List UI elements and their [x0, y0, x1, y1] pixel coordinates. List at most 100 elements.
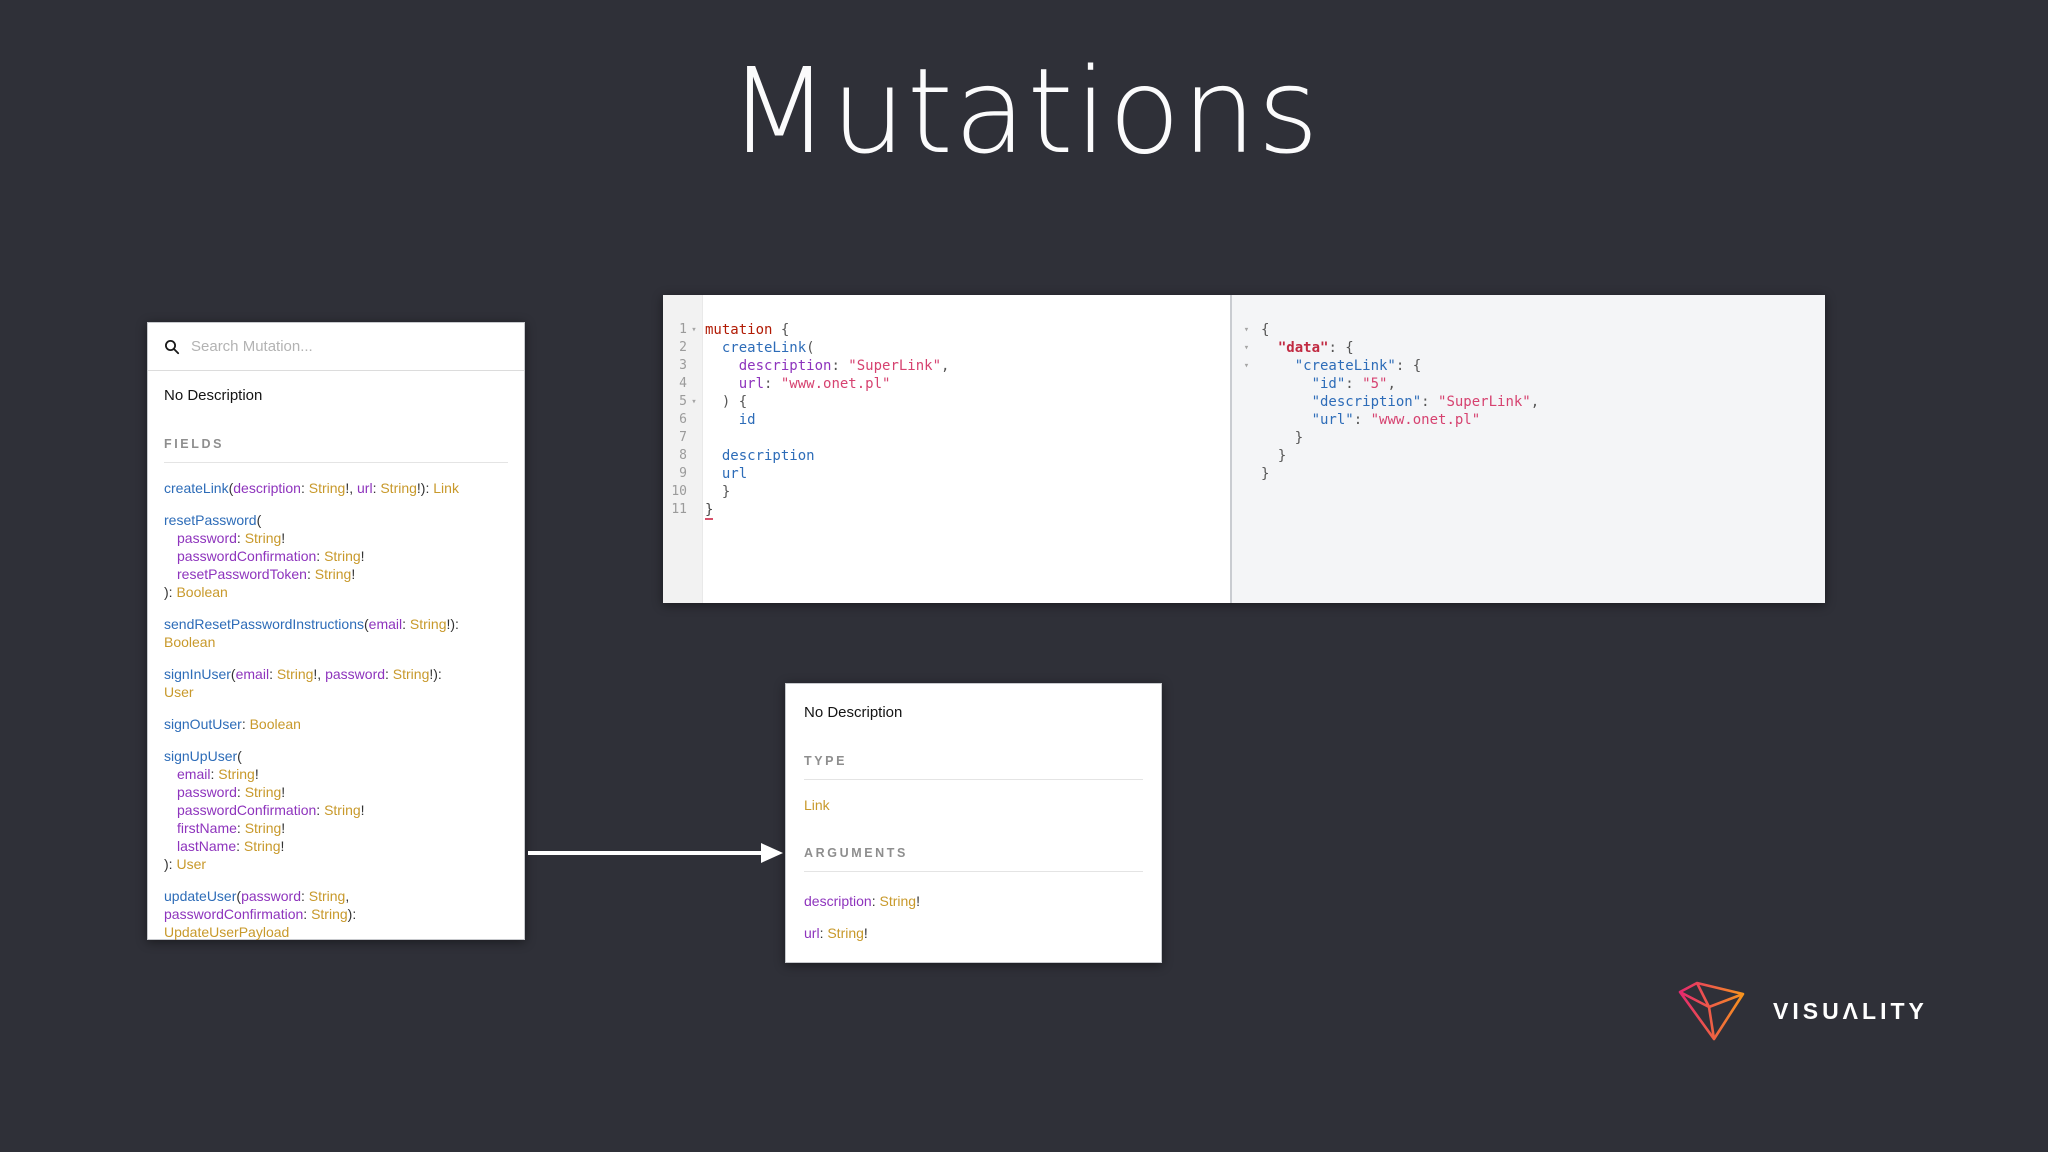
token-str: "www.onet.pl": [1370, 412, 1481, 428]
fold-arrow-icon[interactable]: ▾: [691, 397, 697, 407]
result-pane: ▾ ▾ ▾ { "data": { "createLink": { "id": "5…: [1230, 295, 1825, 603]
token-typ[interactable]: UpdateUserPayload: [164, 924, 290, 940]
token-p: :: [236, 820, 245, 836]
token-p: (: [806, 340, 815, 356]
token-p: !: [863, 925, 868, 941]
token-typ[interactable]: String: [879, 893, 917, 909]
token-typ[interactable]: String: [392, 666, 430, 682]
field-entry[interactable]: signInUser(email: String!, password: Str…: [164, 665, 508, 701]
token-typ[interactable]: String: [324, 802, 361, 818]
field-line: ): User: [164, 855, 508, 873]
line-number: 8: [679, 448, 687, 463]
token-fld[interactable]: signUpUser: [164, 748, 238, 764]
code-line: description: [705, 447, 1230, 465]
field-entry[interactable]: updateUser(password: String,passwordConf…: [164, 887, 508, 941]
token-typ[interactable]: String: [244, 530, 282, 546]
field-line: signUpUser(: [164, 747, 508, 765]
fold-spacer: [1232, 429, 1261, 447]
token-typ[interactable]: String: [311, 906, 348, 922]
token-typ[interactable]: Boolean: [164, 634, 216, 650]
arrow-head-icon: [761, 843, 783, 863]
field-entry[interactable]: createLink(description: String!, url: St…: [164, 479, 508, 497]
fold-spacer: [687, 465, 701, 483]
token-p: :: [306, 566, 315, 582]
token-arg: url: [738, 376, 765, 392]
line-number: 9: [679, 466, 687, 481]
field-entry[interactable]: sendResetPasswordInstructions(email: Str…: [164, 615, 508, 651]
fold-arrow-icon[interactable]: ▾: [1243, 361, 1250, 371]
token-p: [705, 466, 722, 482]
fold-spacer: [1232, 393, 1261, 411]
token-p: ) {: [705, 394, 748, 410]
fold-arrow-icon[interactable]: ▾: [691, 325, 697, 335]
search-input[interactable]: [189, 337, 508, 356]
query-editor[interactable]: mutation { createLink( description: "Sup…: [703, 295, 1230, 603]
token-str: "SuperLink": [848, 358, 942, 374]
token-p: :: [236, 784, 245, 800]
token-p: :: [316, 802, 325, 818]
token-p: ,: [941, 358, 950, 374]
type-section-header: TYPE: [804, 752, 1143, 780]
token-arg: url: [804, 925, 820, 941]
token-typ[interactable]: String: [409, 616, 447, 632]
token-p: }: [1261, 430, 1304, 446]
token-typ[interactable]: Boolean: [176, 584, 228, 600]
token-typ[interactable]: Link: [433, 480, 459, 496]
code-line: createLink(: [705, 339, 1230, 357]
type-description: No Description: [804, 704, 903, 721]
token-fld[interactable]: signOutUser: [164, 716, 242, 732]
field-entry[interactable]: signOutUser: Boolean: [164, 715, 508, 733]
token-typ[interactable]: String: [308, 480, 346, 496]
field-entry[interactable]: resetPassword(password: String!passwordC…: [164, 511, 508, 601]
fold-spacer: [687, 357, 701, 375]
token-typ[interactable]: User: [176, 856, 207, 872]
token-typ[interactable]: String: [308, 888, 346, 904]
line-number: 7: [679, 430, 687, 445]
token-fld[interactable]: signInUser: [164, 666, 231, 682]
token-typ[interactable]: String: [324, 548, 361, 564]
token-p: [1261, 412, 1312, 428]
fold-arrow-icon[interactable]: ▾: [1243, 325, 1250, 335]
token-p: : {: [1328, 340, 1354, 356]
line-number-row: 10: [663, 483, 702, 501]
token-typ[interactable]: User: [164, 684, 194, 700]
token-p: (: [230, 666, 236, 682]
field-entry[interactable]: signUpUser(email: String!password: Strin…: [164, 747, 508, 873]
type-name-link[interactable]: Link: [804, 797, 830, 813]
fold-arrow-icon[interactable]: ▾: [1243, 343, 1250, 353]
field-line: email: String!: [164, 765, 508, 783]
token-p: }: [1261, 448, 1287, 464]
token-p: :: [385, 666, 393, 682]
token-arg: passwordConfirmation: [164, 906, 304, 922]
field-line: signOutUser: Boolean: [164, 715, 508, 733]
field-line: passwordConfirmation: String):: [164, 905, 508, 923]
token-typ[interactable]: String: [218, 766, 255, 782]
code-line: "data": {: [1261, 339, 1825, 357]
code-line: [705, 429, 1230, 447]
line-number: 1: [679, 322, 687, 337]
token-typ[interactable]: String: [244, 784, 282, 800]
token-p: :: [372, 480, 381, 496]
result-viewer: { "data": { "createLink": { "id": "5", "…: [1261, 321, 1825, 603]
token-typ[interactable]: String: [380, 480, 417, 496]
token-fld[interactable]: updateUser: [164, 888, 237, 904]
token-p: !: [281, 530, 286, 546]
code-line: }: [1261, 447, 1825, 465]
token-typ[interactable]: String: [244, 820, 282, 836]
token-typ[interactable]: String: [243, 838, 281, 854]
token-fld[interactable]: resetPassword: [164, 512, 257, 528]
token-typ[interactable]: Boolean: [249, 716, 301, 732]
code-line: "description": "SuperLink",: [1261, 393, 1825, 411]
token-typ[interactable]: String: [276, 666, 314, 682]
token-fld[interactable]: createLink: [164, 480, 229, 496]
token-p: }: [1261, 466, 1270, 482]
result-fold-gutter: ▾ ▾ ▾: [1232, 321, 1261, 603]
field-line: signInUser(email: String!, password: Str…: [164, 665, 508, 683]
token-fld[interactable]: sendResetPasswordInstructions: [164, 616, 364, 632]
fold-spacer: [1232, 465, 1261, 483]
token-typ[interactable]: String: [827, 925, 864, 941]
token-p: [1261, 358, 1295, 374]
token-typ[interactable]: String: [314, 566, 352, 582]
line-number-row: 7: [663, 429, 702, 447]
token-p: !: [360, 802, 365, 818]
